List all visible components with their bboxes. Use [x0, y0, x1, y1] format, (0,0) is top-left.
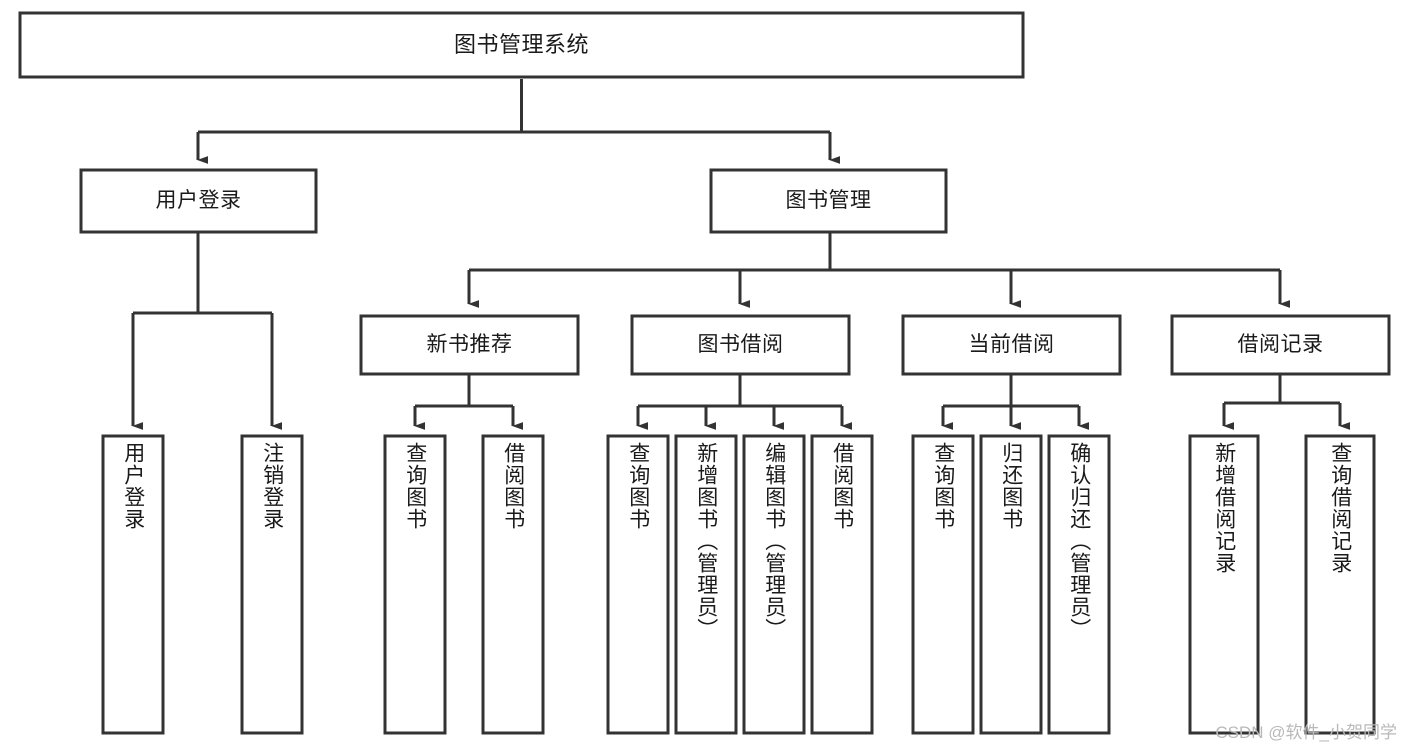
- csdn-watermark: CSDN @软件_小贺同学: [1215, 723, 1397, 742]
- node-box-user-login[interactable]: [79, 168, 318, 234]
- node-box-new-book-recommend[interactable]: [359, 314, 580, 376]
- connector-group-root: [196, 79, 841, 164]
- connector-group-current-borrow: [941, 374, 1090, 430]
- connector-group-new-book: [413, 374, 524, 430]
- node-box-leaf-current-borrow-1[interactable]: [911, 434, 975, 735]
- node-box-leaf-book-borrow-4[interactable]: [810, 434, 874, 735]
- node-box-leaf-borrow-record-2[interactable]: [1304, 434, 1376, 735]
- node-box-leaf-new-book-2[interactable]: [481, 434, 545, 735]
- connector-group-borrow-record: [1222, 374, 1351, 430]
- node-box-leaf-book-borrow-3[interactable]: [742, 434, 806, 735]
- node-box-root[interactable]: [18, 11, 1025, 79]
- connector-group-book-borrow: [636, 374, 853, 430]
- node-box-leaf-borrow-record-1[interactable]: [1188, 434, 1260, 735]
- connector-group-book-manage: [467, 232, 1291, 308]
- node-box-leaf-new-book-1[interactable]: [383, 434, 447, 735]
- node-box-leaf-user-login-1[interactable]: [101, 434, 165, 735]
- node-box-leaf-current-borrow-2[interactable]: [979, 434, 1043, 735]
- node-box-current-borrow[interactable]: [901, 314, 1122, 376]
- node-box-leaf-current-borrow-3[interactable]: [1047, 434, 1111, 735]
- node-box-leaf-book-borrow-2[interactable]: [674, 434, 738, 735]
- connector-group-user-login: [131, 232, 283, 430]
- node-box-book-manage[interactable]: [709, 168, 948, 234]
- node-box-borrow-record[interactable]: [1170, 314, 1391, 376]
- node-box-leaf-user-login-2[interactable]: [240, 434, 304, 735]
- node-box-leaf-book-borrow-1[interactable]: [606, 434, 670, 735]
- node-box-book-borrow[interactable]: [630, 314, 851, 376]
